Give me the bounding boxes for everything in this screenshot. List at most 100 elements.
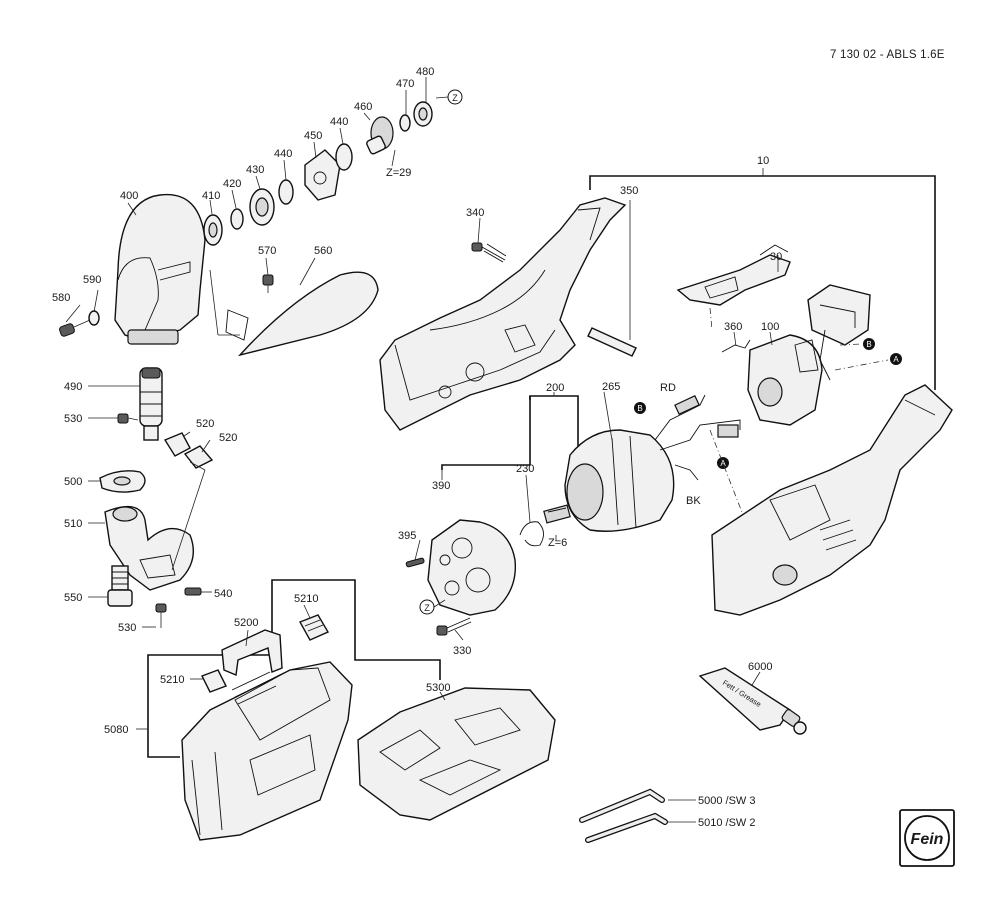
eccentric-450	[304, 149, 341, 201]
callout-z29: Z=29	[386, 167, 411, 179]
callout-550: 550	[64, 592, 82, 604]
washer-470	[399, 114, 411, 132]
screw-530b	[155, 603, 167, 628]
bearing-480	[413, 101, 433, 127]
guide-520a	[163, 432, 191, 457]
callout-100: 100	[761, 321, 779, 333]
motor-265	[543, 429, 675, 532]
bracket-390	[441, 464, 530, 480]
callout-265: 265	[602, 381, 620, 393]
callout-340: 340	[466, 207, 484, 219]
fein-logo: Fein	[899, 809, 955, 867]
screw-580	[59, 319, 91, 337]
gear-housing-390	[427, 519, 517, 616]
callout-520b: 520	[219, 432, 237, 444]
marker-a-left: A	[720, 459, 726, 468]
screw-570	[262, 274, 274, 293]
bracket-200	[529, 392, 579, 465]
electronics-100	[747, 334, 823, 426]
z-marker-bottom: Z	[419, 599, 446, 615]
bracket-5080	[136, 579, 441, 758]
switch-30	[676, 244, 791, 306]
callout-395: 395	[398, 530, 416, 542]
callout-rd: RD	[660, 382, 676, 394]
callout-5000: 5000 /SW 3	[698, 795, 755, 807]
callout-30: 30	[770, 251, 782, 263]
punch-490	[139, 367, 163, 441]
retaining-ring-230	[519, 521, 544, 547]
callout-470: 470	[396, 78, 414, 90]
callout-520a: 520	[196, 418, 214, 430]
motor-leads: B A	[634, 394, 741, 481]
callout-5080: 5080	[104, 724, 128, 736]
callout-5300: 5300	[426, 682, 450, 694]
battery-connector: B A	[807, 284, 902, 381]
callout-430: 430	[246, 164, 264, 176]
callout-500: 500	[64, 476, 82, 488]
screw-340	[471, 242, 507, 263]
cover-560	[209, 269, 379, 357]
callout-390: 390	[432, 480, 450, 492]
leader-lines	[65, 77, 779, 701]
spring-360	[721, 339, 751, 353]
callout-10: 10	[757, 155, 769, 167]
callout-330: 330	[453, 645, 471, 657]
callout-570: 570	[258, 245, 276, 257]
bearing-410	[203, 214, 223, 246]
screw-330	[436, 617, 472, 636]
callout-510: 510	[64, 518, 82, 530]
callout-580: 580	[52, 292, 70, 304]
hex-key-5000	[579, 788, 696, 823]
assembly-lines	[709, 307, 746, 521]
callout-350: 350	[620, 185, 638, 197]
case-insert-5300	[357, 687, 556, 821]
svg-text:Z: Z	[452, 93, 458, 103]
callout-480: 480	[416, 66, 434, 78]
callout-6000: 6000	[748, 661, 772, 673]
callout-bk: BK	[686, 495, 701, 507]
callout-z6: Z=6	[548, 537, 567, 549]
bearing-430	[249, 188, 275, 226]
hex-key-5010	[585, 812, 696, 843]
callout-540: 540	[214, 588, 232, 600]
case-shell-5080	[181, 661, 353, 841]
marker-a-right: A	[893, 355, 899, 364]
pin-350	[587, 200, 637, 357]
callout-410: 410	[202, 190, 220, 202]
svg-text:Z: Z	[424, 603, 430, 613]
gear-460	[366, 116, 394, 155]
callout-360: 360	[724, 321, 742, 333]
case-latch-5210a	[298, 614, 330, 641]
bracket-10	[589, 168, 936, 390]
callout-400: 400	[120, 190, 138, 202]
document-id: 7 130 02 - ABLS 1.6E	[830, 49, 945, 61]
fein-logo-text: Fein	[911, 831, 944, 848]
callout-440b: 440	[330, 116, 348, 128]
housing-shell-350	[379, 197, 627, 431]
callout-450: 450	[304, 130, 322, 142]
washer-500	[99, 470, 146, 493]
callout-490: 490	[64, 381, 82, 393]
callout-5210b: 5210	[160, 674, 184, 686]
callout-200: 200	[546, 382, 564, 394]
callout-530a: 530	[64, 413, 82, 425]
marker-b-right: B	[866, 340, 871, 349]
marker-b-left: B	[637, 404, 642, 413]
callout-420: 420	[223, 178, 241, 190]
callout-5210a: 5210	[294, 593, 318, 605]
callout-5200: 5200	[234, 617, 258, 629]
callout-230: 230	[516, 463, 534, 475]
screw-550	[107, 565, 133, 607]
pin-395	[405, 557, 425, 568]
grease-tube-6000: Fett / Grease	[698, 667, 807, 735]
callout-560: 560	[314, 245, 332, 257]
callout-5010: 5010 /SW 2	[698, 817, 755, 829]
z-marker-top: Z	[447, 89, 463, 105]
callout-460: 460	[354, 101, 372, 113]
callout-590: 590	[83, 274, 101, 286]
washer-440b	[335, 143, 353, 171]
head-housing-400	[114, 193, 206, 345]
callout-440a: 440	[274, 148, 292, 160]
case-latch-5210b	[201, 669, 227, 693]
